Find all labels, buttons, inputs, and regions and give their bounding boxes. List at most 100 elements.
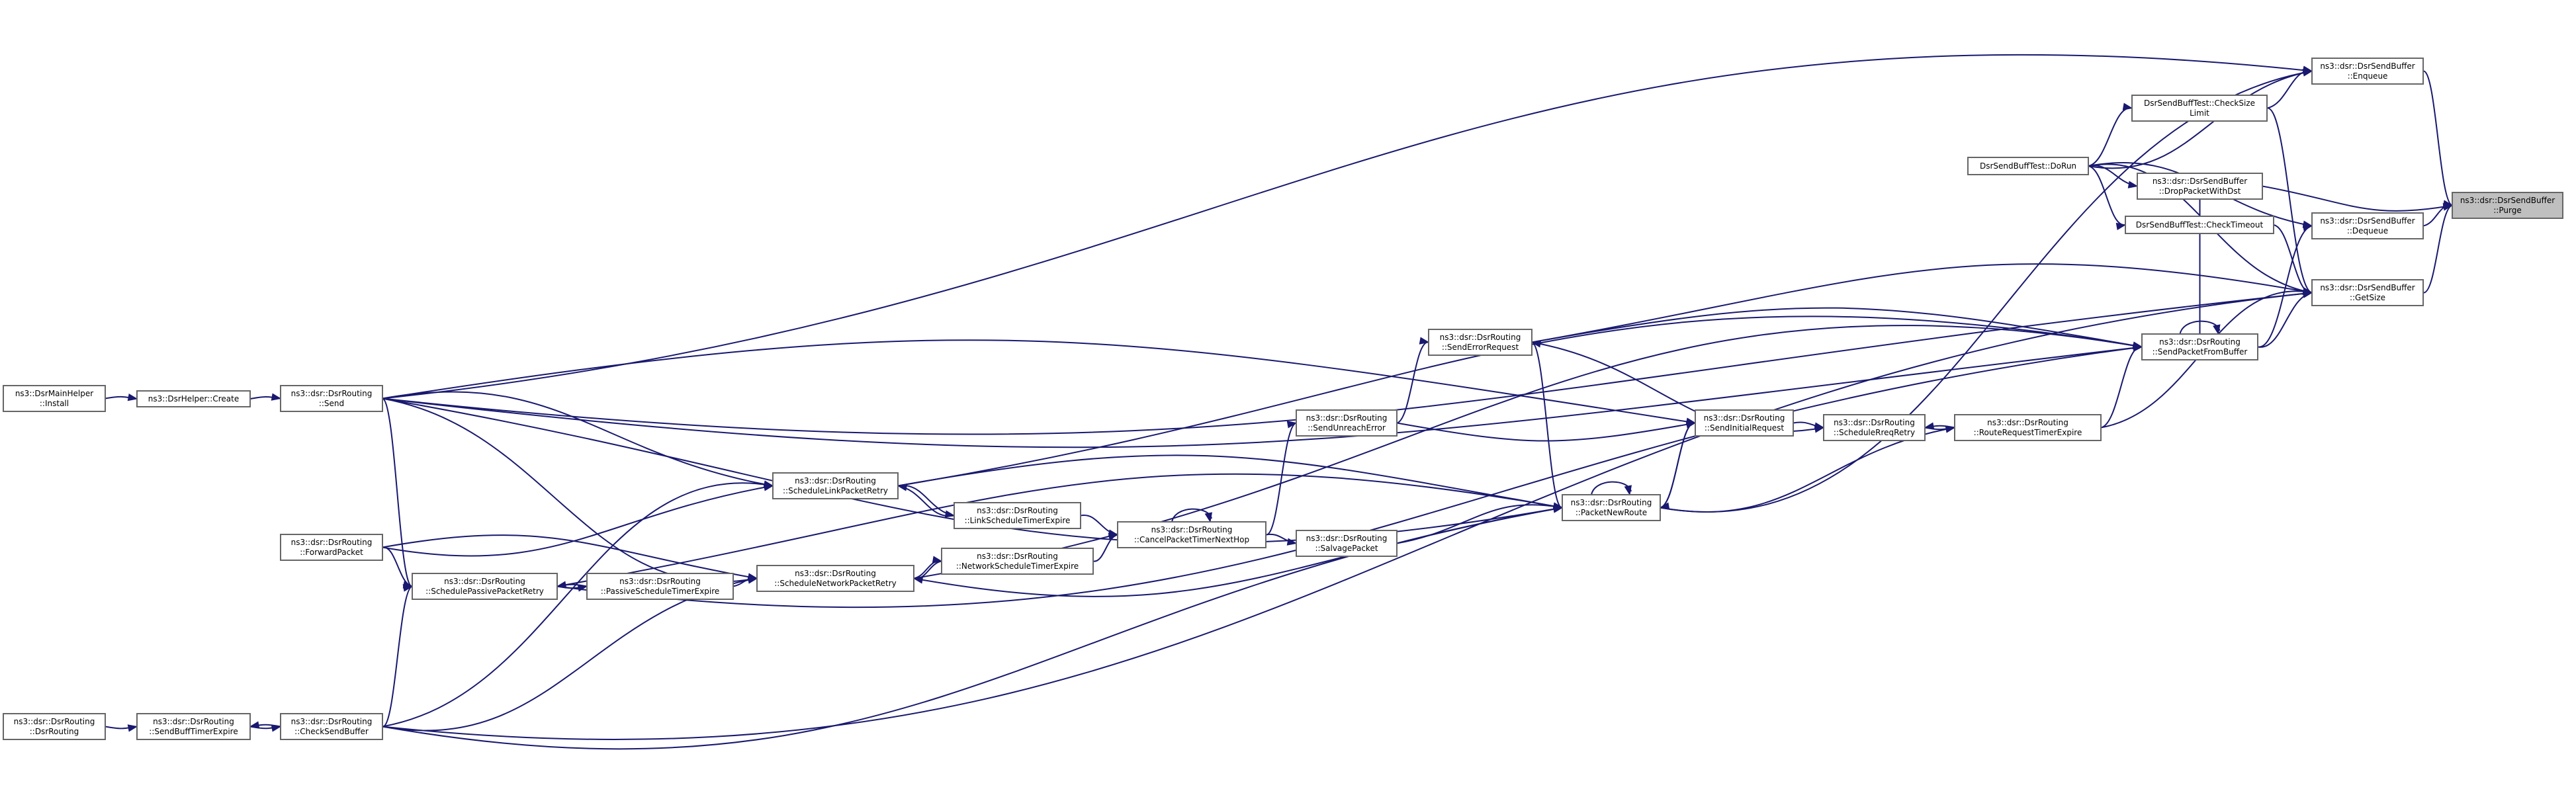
node-box xyxy=(2311,279,2424,306)
node-label-line: ::ScheduleLinkPacketRetry xyxy=(783,486,888,495)
edge-passexpire-to-netretry xyxy=(733,573,758,587)
node-label-line: ::SendInitialRequest xyxy=(1705,423,1785,433)
edge-sendpktfrombuf-to-sendpktfrombuf xyxy=(2179,320,2221,335)
node-label-line: ::DsrRouting xyxy=(30,727,79,736)
node-sendpktfrombuf[interactable]: ns3::dsr::DsrRouting::SendPacketFromBuff… xyxy=(2141,333,2258,360)
edge-dorun-to-checktimeout xyxy=(2088,165,2127,231)
node-passexpire[interactable]: ns3::dsr::DsrRouting::PassiveScheduleTim… xyxy=(586,573,734,600)
edge-sendpktfrombuf-to-dequeue xyxy=(2257,224,2313,348)
node-box xyxy=(1296,409,1398,437)
edge-pktnewroute-to-senderrreq xyxy=(1531,340,1563,509)
node-purge[interactable]: ns3::dsr::DsrSendBuffer::Purge xyxy=(2452,192,2563,219)
node-label-line: ns3::dsr::DsrRouting xyxy=(1571,498,1652,507)
node-label-line: ::Purge xyxy=(2493,206,2521,215)
node-label-line: ::ForwardPacket xyxy=(300,548,363,557)
edge-linkretry-to-pktnewroute xyxy=(897,454,1564,510)
node-sendbuffexpire[interactable]: ns3::dsr::DsrRouting::SendBuffTimerExpir… xyxy=(136,713,251,740)
node-linkretry[interactable]: ns3::dsr::DsrRouting::ScheduleLinkPacket… xyxy=(772,472,899,499)
node-passretry[interactable]: ns3::dsr::DsrRouting::SchedulePassivePac… xyxy=(412,573,558,600)
node-box xyxy=(1428,329,1532,356)
node-helpercreate[interactable]: ns3::DsrHelper::Create xyxy=(136,390,251,407)
node-label-line: ::Dequeue xyxy=(2347,226,2388,235)
node-label-line: ::Enqueue xyxy=(2348,71,2388,81)
node-linkexpire[interactable]: ns3::dsr::DsrRouting::LinkScheduleTimerE… xyxy=(954,502,1081,529)
edge-linkexpire-to-linkretry xyxy=(897,483,955,517)
node-box xyxy=(756,565,914,592)
node-salvage[interactable]: ns3::dsr::DsrRouting::SalvagePacket xyxy=(1296,530,1398,557)
edge-netexpire-to-netretry xyxy=(912,560,942,584)
node-label-line: DsrSendBuffTest::CheckSize xyxy=(2144,99,2255,108)
edge-send-to-linkretry xyxy=(382,391,774,488)
edge-checksendbuf-to-passretry xyxy=(382,584,414,728)
edge-forward-to-passretry xyxy=(382,546,414,589)
edge-pktnewroute-to-enqueue xyxy=(1660,69,2313,513)
nodes-layer: ns3::dsr::DsrSendBuffer::Purgens3::dsr::… xyxy=(3,58,2563,740)
node-dorun[interactable]: DsrSendBuffTest::DoRun xyxy=(1967,157,2089,175)
node-box xyxy=(1695,409,1794,437)
node-label-line: ::LinkScheduleTimerExpire xyxy=(965,516,1071,525)
node-box xyxy=(586,573,734,600)
node-label-line: ::ScheduleRreqRetry xyxy=(1834,428,1915,437)
node-pktnewroute[interactable]: ns3::dsr::DsrRouting::PacketNewRoute xyxy=(1562,494,1661,521)
node-box xyxy=(136,390,251,407)
node-ctor[interactable]: ns3::dsr::DsrRouting::DsrRouting xyxy=(3,713,106,740)
edge-helpercreate-to-send xyxy=(249,393,282,401)
node-label-line: ns3::dsr::DsrRouting xyxy=(795,476,876,485)
node-sendinitreq[interactable]: ns3::dsr::DsrRouting::SendInitialRequest xyxy=(1695,409,1794,437)
node-label-line: ::SendErrorRequest xyxy=(1442,343,1519,352)
node-netretry[interactable]: ns3::dsr::DsrRouting::ScheduleNetworkPac… xyxy=(756,565,914,592)
node-box xyxy=(3,713,106,740)
edge-senderrreq-to-getsize xyxy=(1531,263,2313,343)
edge-cancelpkt-to-sendunreach xyxy=(1265,421,1298,536)
node-label-line: ns3::DsrMainHelper xyxy=(15,389,93,398)
node-label-line: ns3::dsr::DsrRouting xyxy=(795,569,876,578)
edge-sendunreach-to-senderrreq xyxy=(1396,337,1430,424)
node-box xyxy=(1823,414,1926,441)
edge-dorun-to-checksizelimit xyxy=(2088,103,2133,167)
node-label-line: ::ScheduleNetworkPacketRetry xyxy=(774,579,897,588)
node-box xyxy=(1296,530,1398,557)
node-checktimeout[interactable]: DsrSendBuffTest::CheckTimeout xyxy=(2125,216,2274,234)
node-box xyxy=(280,534,383,561)
node-forward[interactable]: ns3::dsr::DsrRouting::ForwardPacket xyxy=(280,534,383,561)
edge-enqueue-to-purge xyxy=(2422,70,2454,208)
edge-passexpire-to-passretry xyxy=(556,581,588,589)
node-box xyxy=(2125,216,2274,234)
node-getsize[interactable]: ns3::dsr::DsrSendBuffer::GetSize xyxy=(2311,279,2424,306)
node-enqueue[interactable]: ns3::dsr::DsrSendBuffer::Enqueue xyxy=(2311,58,2424,85)
node-dequeue[interactable]: ns3::dsr::DsrSendBuffer::Dequeue xyxy=(2311,212,2424,239)
node-label-line: ns3::dsr::DsrRouting xyxy=(1151,525,1233,534)
node-senderrreq[interactable]: ns3::dsr::DsrRouting::SendErrorRequest xyxy=(1428,329,1532,356)
node-cancelpkt[interactable]: ns3::dsr::DsrRouting::CancelPacketTimerN… xyxy=(1117,521,1266,548)
node-box xyxy=(1954,414,2102,441)
node-schedulereqretry[interactable]: ns3::dsr::DsrRouting::ScheduleRreqRetry xyxy=(1823,414,1926,441)
node-label-line: ns3::dsr::DsrRouting xyxy=(291,717,373,726)
node-label-line: ::DropPacketWithDst xyxy=(2159,187,2241,196)
edge-linkretry-to-linkexpire xyxy=(897,484,955,518)
node-mainhelper[interactable]: ns3::DsrMainHelper::Install xyxy=(3,385,106,412)
node-sendunreach[interactable]: ns3::dsr::DsrRouting::SendUnreachError xyxy=(1296,409,1398,437)
node-routereqexpire[interactable]: ns3::dsr::DsrRouting::RouteRequestTimerE… xyxy=(1954,414,2102,441)
node-label-line: ::SendBuffTimerExpire xyxy=(149,727,238,736)
node-label-line: ::PassiveScheduleTimerExpire xyxy=(601,587,720,596)
node-label-line: ::GetSize xyxy=(2350,293,2385,302)
node-netexpire[interactable]: ns3::dsr::DsrRouting::NetworkScheduleTim… xyxy=(941,548,1094,575)
edge-send-to-passretry xyxy=(382,398,414,592)
node-dropwithdst[interactable]: ns3::dsr::DsrSendBuffer::DropPacketWithD… xyxy=(2137,173,2263,200)
edge-checksendbuf-to-linkretry xyxy=(382,480,774,728)
node-label-line: ns3::dsr::DsrRouting xyxy=(14,717,95,726)
node-box xyxy=(1967,157,2089,175)
node-label-line: ::Send xyxy=(319,399,344,408)
node-checksendbuf[interactable]: ns3::dsr::DsrRouting::CheckSendBuffer xyxy=(280,713,383,740)
edge-mainhelper-to-helpercreate xyxy=(105,393,138,401)
node-box xyxy=(2131,95,2268,122)
edge-cancelpkt-to-cancelpkt xyxy=(1171,508,1213,523)
node-label-line: ::SchedulePassivePacketRetry xyxy=(425,587,544,596)
edge-checksendbuf-to-sendbuffexpire xyxy=(249,721,281,729)
edge-netretry-to-sendpktfrombuf xyxy=(913,325,2143,579)
edge-cancelpkt-to-salvage xyxy=(1265,533,1298,546)
node-label-line: ns3::dsr::DsrRouting xyxy=(2159,337,2241,347)
node-send[interactable]: ns3::dsr::DsrRouting::Send xyxy=(280,385,383,412)
